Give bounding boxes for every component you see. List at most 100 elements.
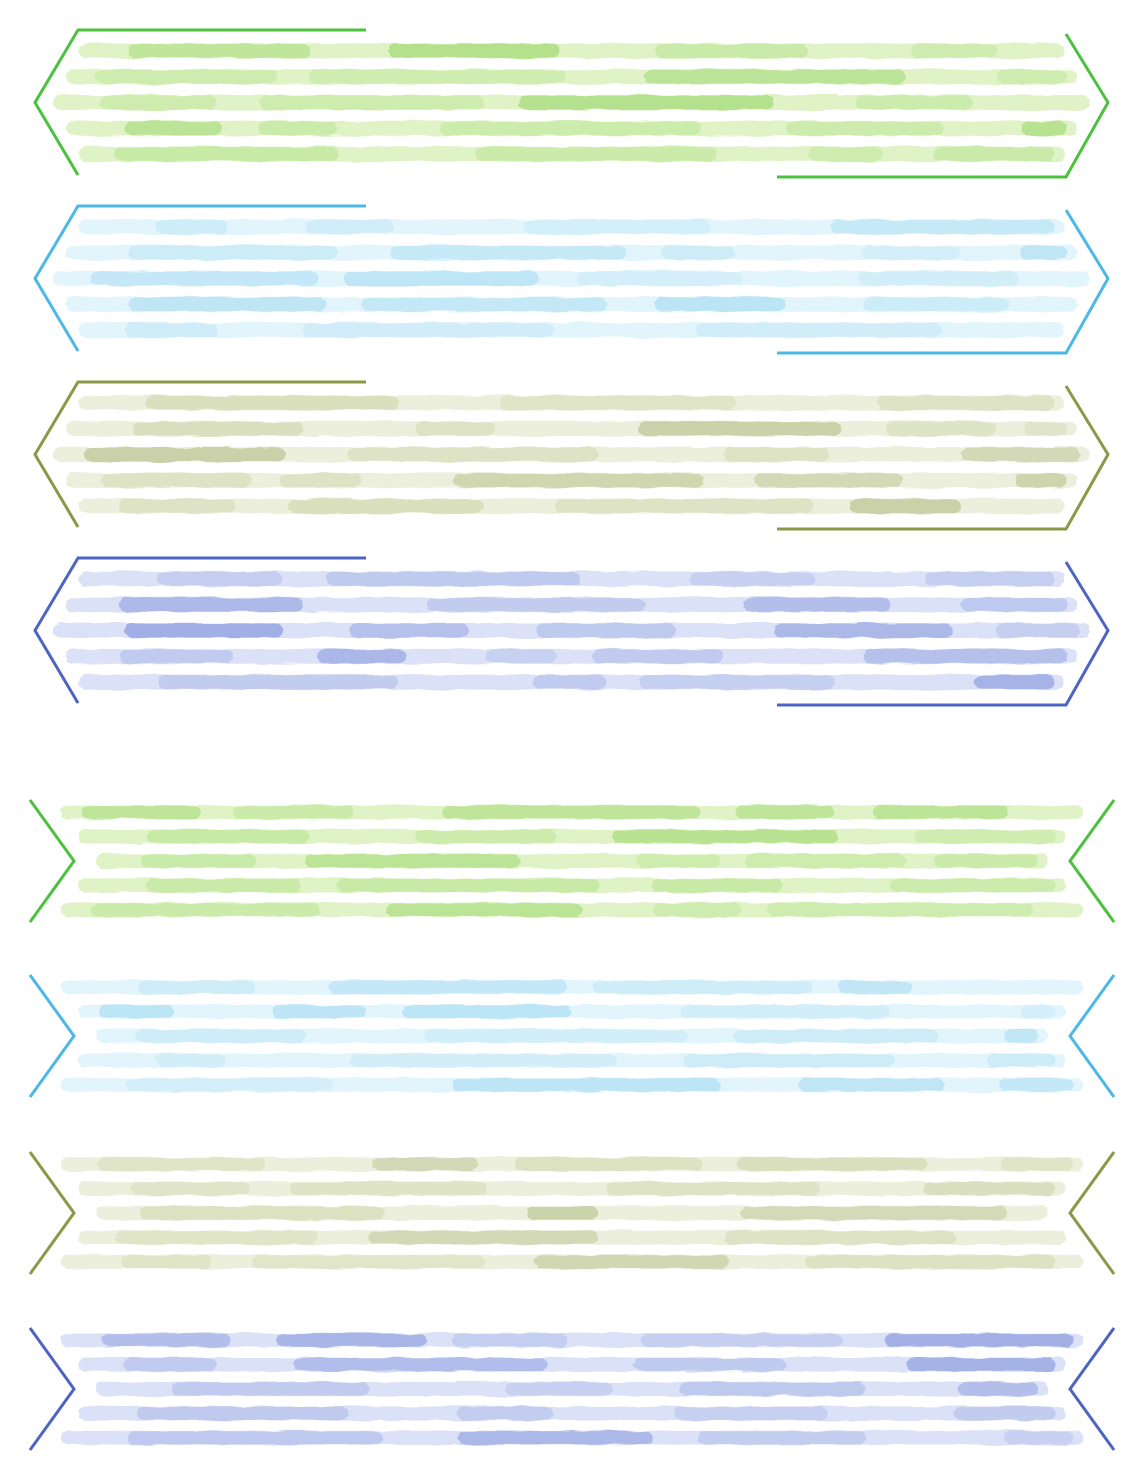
- banner-7-stripe-1-wash-2: [372, 1157, 478, 1171]
- banner-2-stripe-4-wash-1: [128, 297, 327, 312]
- banner-7-stripe-5-wash-4: [804, 1255, 1056, 1269]
- left-bracket-outline: [33, 380, 366, 528]
- banner-4-stripe-2-wash-2: [426, 597, 646, 612]
- banner-1-stripe-4-wash-5: [1021, 121, 1068, 136]
- banner-6-stripe-3-wash-3: [733, 1029, 939, 1043]
- right-bracket-outline: [777, 385, 1110, 531]
- banner-8-stripe-1-wash-1: [101, 1333, 231, 1347]
- banner-3-stripe-2-wash-5: [1023, 421, 1068, 436]
- right-swallowtail-chevron: [1068, 1151, 1116, 1275]
- banner-2-stripe-1-wash-1: [156, 219, 228, 234]
- banner-4-stripe-3-wash-4: [774, 623, 953, 638]
- banner-4-stripe-4-wash-3: [485, 649, 557, 664]
- banner-6-stripe-2-wash-4: [680, 1005, 890, 1019]
- banner-6-stripe-1-wash-4: [838, 980, 912, 994]
- banner-7-stripe-2-wash-1: [130, 1182, 250, 1196]
- banner-8-stripe-2-wash-1: [123, 1358, 217, 1372]
- banner-1-stripe-5-wash-4: [933, 147, 1055, 162]
- banner-5-stripe-3-wash-4: [745, 854, 906, 868]
- banner-1-stripe-2-wash-3: [644, 69, 906, 84]
- banner-7-stripe-1-wash-3: [514, 1157, 703, 1171]
- banner-1-stripe-3-wash-2: [259, 95, 485, 110]
- banner-8-stripe-3-wash-1: [171, 1382, 370, 1396]
- banner-1-stripe-4-wash-3: [440, 121, 702, 136]
- banner-2-stripe-3-wash-4: [858, 271, 1019, 286]
- banner-1-stripe-3-wash-1: [99, 95, 217, 110]
- left-swallowtail-chevron: [28, 1151, 76, 1275]
- banner-3: [33, 380, 1110, 531]
- banner-3-stripe-2-wash-3: [639, 421, 841, 436]
- banner-5-stripe-4-wash-1: [145, 878, 302, 892]
- banner-5-stripe-2-wash-1: [147, 830, 310, 844]
- banner-2-stripe-2-wash-1: [128, 245, 338, 260]
- banner-4-stripe-5-wash-2: [532, 675, 607, 690]
- banner-1-stripe-5-wash-2: [474, 147, 717, 162]
- banner-6-stripe-5-wash-3: [798, 1078, 945, 1092]
- banner-5-stripe-4-wash-2: [336, 878, 600, 892]
- banner-6-stripe-5-wash-2: [452, 1078, 721, 1092]
- banner-5-stripe-3-wash-3: [636, 854, 721, 868]
- banner-8-stripe-5-wash-1: [127, 1431, 383, 1445]
- left-bracket-outline: [33, 28, 366, 176]
- banner-6-stripe-2: [78, 1004, 1066, 1019]
- banner-4-stripe-3-wash-2: [349, 623, 470, 638]
- banner-6-stripe-3-wash-4: [1004, 1029, 1038, 1043]
- banner-1-stripe-1-wash-4: [911, 43, 997, 58]
- banner-1-stripe-2-wash-1: [95, 69, 278, 84]
- banner-6-stripe-3-wash-2: [424, 1029, 688, 1043]
- banner-4-stripe-2-wash-3: [743, 597, 891, 612]
- banner-5-stripe-5-wash-3: [653, 903, 742, 917]
- banner-8-stripe-4-wash-2: [456, 1406, 554, 1420]
- banner-3-stripe-3-wash-3: [723, 447, 830, 462]
- banner-8-stripe-5-wash-3: [698, 1431, 867, 1445]
- banner-5-stripe-3-wash-2: [305, 854, 521, 868]
- banner-5-stripe-1-wash-3: [442, 805, 701, 819]
- banner-1-stripe-1-wash-2: [388, 43, 560, 58]
- banner-3-stripe-3-wash-1: [84, 447, 286, 462]
- banner-1-stripe-3-wash-3: [518, 95, 775, 110]
- banner-6-stripe-2-wash-3: [402, 1005, 572, 1019]
- banner-1: [33, 28, 1110, 179]
- banner-3-stripe-2-wash-2: [414, 421, 496, 436]
- banner-8-stripe-4-wash-3: [674, 1406, 828, 1420]
- banner-3-stripe-3-wash-2: [347, 447, 599, 462]
- banner-2-stripe-4-wash-2: [360, 297, 608, 312]
- banner-1-stripe-5-wash-1: [114, 147, 339, 162]
- banner-2-stripe-4-wash-3: [654, 297, 786, 312]
- banner-4-stripe-1-wash-2: [325, 571, 580, 586]
- banner-2-stripe-5-wash-1: [123, 323, 218, 338]
- banner-1-stripe-2-wash-4: [996, 69, 1068, 84]
- banner-3-stripe-3-wash-4: [961, 447, 1080, 462]
- banner-3-stripe-4-wash-5: [1015, 473, 1068, 488]
- banner-2-stripe-5-wash-2: [302, 323, 555, 338]
- banner-5-stripe-1-wash-4: [735, 805, 835, 819]
- banner-3-stripe-4-wash-1: [100, 473, 252, 488]
- banner-6-stripe-4-wash-3: [683, 1053, 895, 1067]
- banner-2-stripe-4-wash-4: [863, 297, 1009, 312]
- banner-8-stripe-2-wash-3: [633, 1358, 787, 1372]
- banner-2-stripe-2-wash-3: [661, 245, 736, 260]
- banner-5-stripe-3-wash-1: [141, 854, 257, 868]
- banner-4-stripe-3-wash-3: [536, 623, 676, 638]
- banner-6-stripe-5-wash-4: [999, 1078, 1074, 1092]
- banner-2-stripe-3-wash-3: [576, 271, 743, 286]
- banner-5-stripe-2-wash-3: [611, 830, 838, 844]
- banner-4-stripe-1-wash-1: [156, 571, 282, 586]
- banner-2-stripe-1-wash-3: [522, 219, 711, 234]
- banner-4-stripe-4-wash-1: [119, 649, 234, 664]
- banner-3-stripe-5-wash-2: [288, 499, 484, 514]
- banner-7-stripe-2-wash-3: [606, 1182, 820, 1196]
- banner-2: [33, 204, 1110, 355]
- right-bracket-outline: [777, 33, 1110, 179]
- banner-7-stripe-5-wash-1: [121, 1255, 211, 1269]
- banner-5-stripe-3-wash-5: [933, 854, 1038, 868]
- banner-1-stripe-4-wash-2: [258, 121, 338, 136]
- left-swallowtail-chevron: [28, 799, 76, 923]
- banner-6-stripe-5-wash-1: [125, 1078, 333, 1092]
- banner-2-stripe-2-wash-5: [1019, 245, 1068, 260]
- banner-4-stripe-4-wash-2: [317, 649, 406, 664]
- banner-7-stripe-1-wash-1: [97, 1157, 266, 1171]
- banner-7: [28, 1151, 1116, 1275]
- banner-8: [28, 1327, 1116, 1451]
